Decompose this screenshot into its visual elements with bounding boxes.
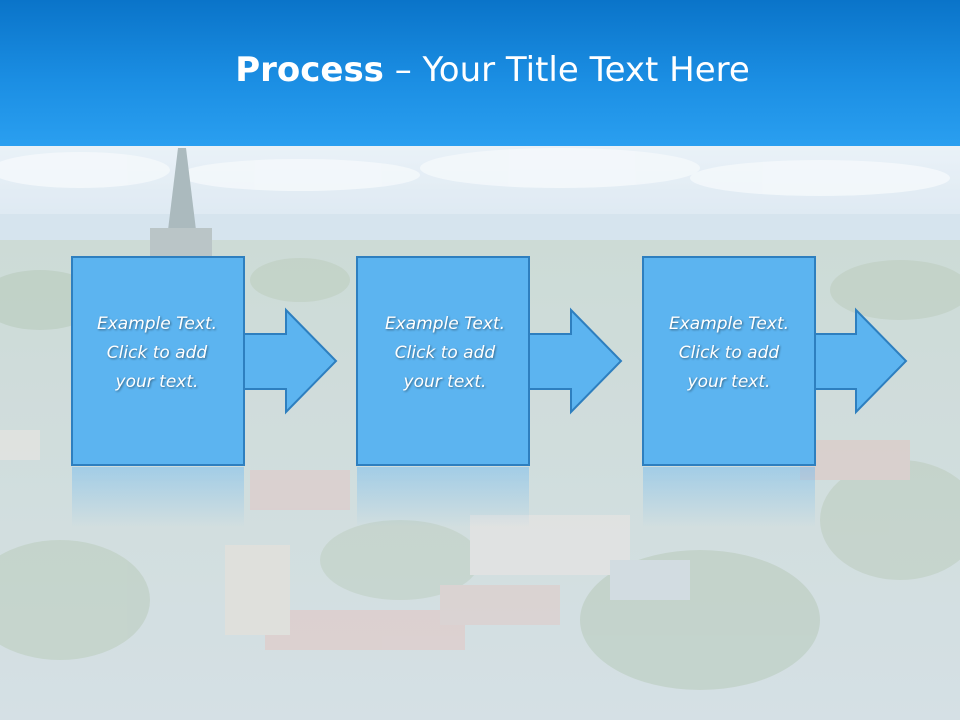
step-3-line-2: Click to add [678, 343, 780, 363]
title-rest: – Your Title Text Here [383, 50, 750, 90]
step-2-line-1: Example Text. [384, 314, 506, 334]
step-3-line-1: Example Text. [668, 314, 790, 334]
step-1-line-1: Example Text. [96, 314, 218, 334]
title-bold: Process [235, 50, 384, 90]
step-2-arrow[interactable] [527, 307, 623, 415]
step-2-text[interactable]: Example Text. Click to add your text. [359, 310, 531, 397]
step-1-box[interactable] [71, 256, 245, 466]
step-2-box[interactable] [356, 256, 530, 466]
step-1-arrow[interactable] [242, 307, 338, 415]
step-1-text[interactable]: Example Text. Click to add your text. [71, 310, 243, 397]
step-1-line-3: your text. [115, 372, 199, 392]
step-1-line-2: Click to add [106, 343, 208, 363]
step-2-line-2: Click to add [394, 343, 496, 363]
title-bar [0, 0, 960, 146]
slide-title[interactable]: Process – Your Title Text Here [0, 50, 960, 90]
step-3-text[interactable]: Example Text. Click to add your text. [643, 310, 815, 397]
step-3-line-3: your text. [687, 372, 771, 392]
step-2-line-3: your text. [403, 372, 487, 392]
step-3-arrow[interactable] [813, 307, 908, 415]
step-3-box[interactable] [642, 256, 816, 466]
